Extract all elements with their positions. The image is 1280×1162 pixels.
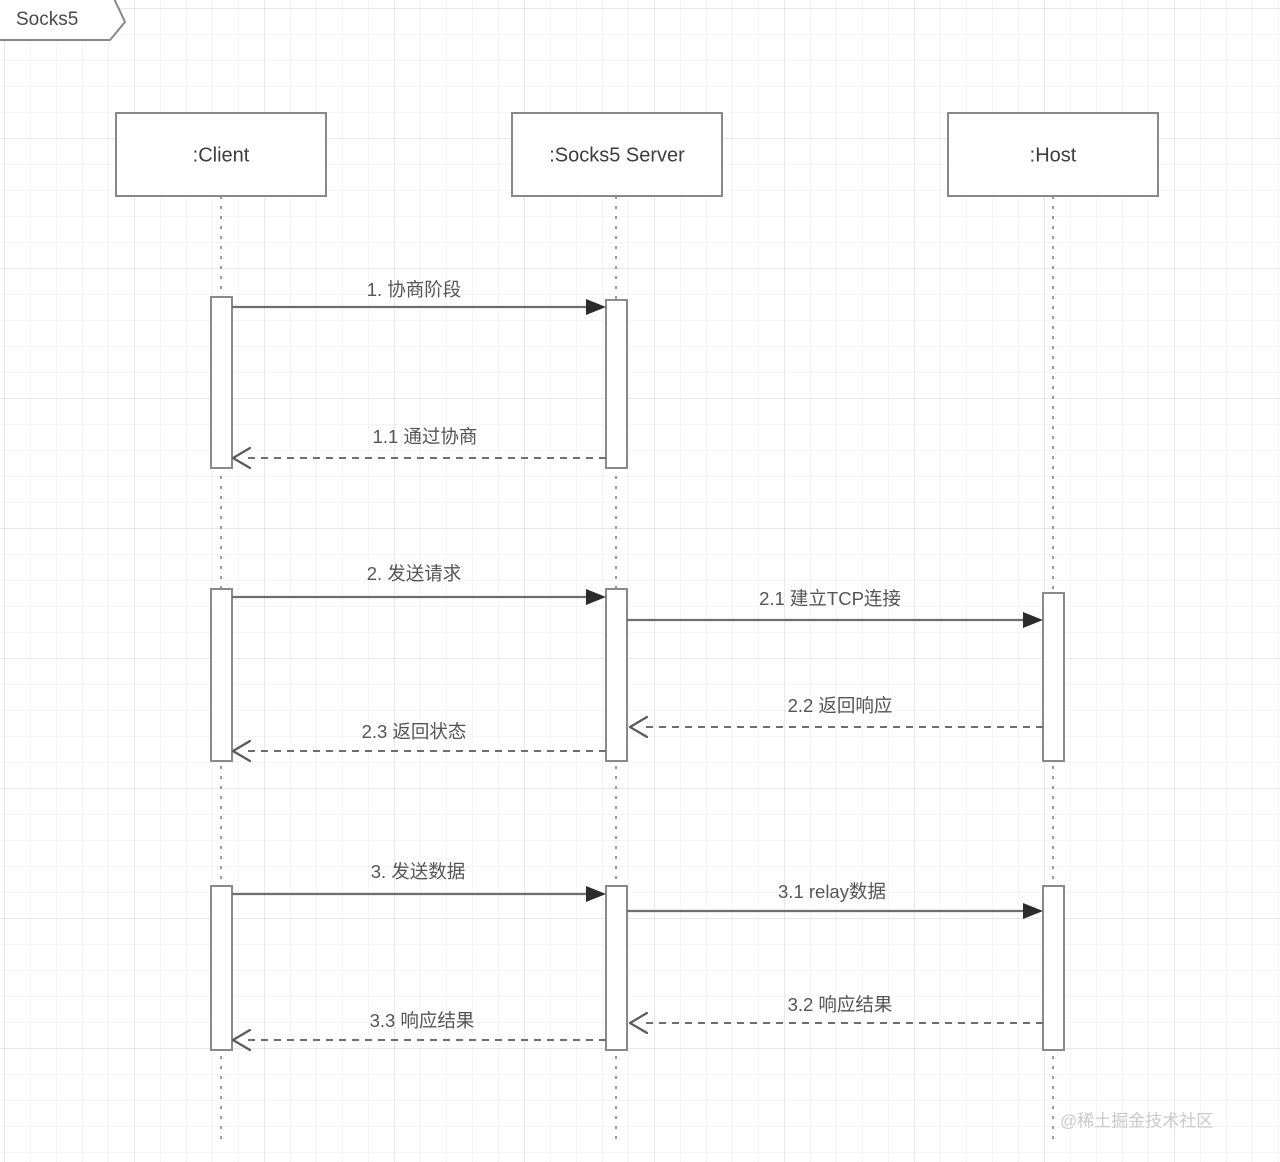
message-1-1-label: 1.1 通过协商 — [373, 426, 478, 447]
message-3-label: 3. 发送数据 — [371, 861, 466, 882]
message-1-arrowhead-icon — [586, 299, 606, 315]
participant-host[interactable]: :Host — [947, 112, 1159, 197]
activation-server-2[interactable] — [605, 588, 628, 762]
message-2-label: 2. 发送请求 — [367, 563, 462, 584]
message-1-label: 1. 协商阶段 — [367, 279, 462, 300]
message-3[interactable]: 3. 发送数据 — [232, 861, 606, 902]
message-3-2[interactable]: 3.2 响应结果 — [628, 994, 1043, 1035]
activation-bars-group — [210, 296, 1065, 1051]
frame-tab-shape — [0, 0, 127, 41]
message-2-1[interactable]: 2.1 建立TCP连接 — [627, 588, 1043, 628]
message-3-1-arrowhead-icon — [1023, 903, 1043, 919]
message-2-2-arrowhead-icon — [628, 715, 649, 739]
message-2-3-label: 2.3 返回状态 — [362, 721, 467, 742]
message-2[interactable]: 2. 发送请求 — [232, 563, 606, 605]
activation-host-2[interactable] — [1042, 592, 1065, 762]
message-3-1[interactable]: 3.1 relay数据 — [627, 881, 1043, 919]
message-2-2-label: 2.2 返回响应 — [788, 695, 893, 716]
lifelines-group — [220, 196, 1054, 1140]
participant-server[interactable]: :Socks5 Server — [511, 112, 723, 197]
activation-host-3[interactable] — [1042, 885, 1065, 1051]
activation-client-3[interactable] — [210, 885, 233, 1051]
message-3-3-arrowhead-icon — [231, 1028, 252, 1052]
message-2-1-label: 2.1 建立TCP连接 — [759, 588, 901, 609]
watermark-label: @稀土掘金技术社区 — [1060, 1111, 1213, 1130]
message-2-2[interactable]: 2.2 返回响应 — [628, 695, 1043, 739]
message-3-1-label: 3.1 relay数据 — [778, 881, 886, 902]
message-1[interactable]: 1. 协商阶段 — [232, 279, 606, 315]
diagram-frame: Socks5 — [0, 0, 127, 41]
participant-label-client: :Client — [193, 144, 250, 166]
participant-box-host[interactable] — [947, 112, 1159, 197]
activation-client-1[interactable] — [210, 296, 233, 469]
participant-box-server[interactable] — [511, 112, 723, 197]
activation-client-2[interactable] — [210, 588, 233, 762]
activation-server-3[interactable] — [605, 885, 628, 1051]
message-3-2-label: 3.2 响应结果 — [788, 994, 893, 1015]
message-2-arrowhead-icon — [586, 589, 606, 605]
participant-client[interactable]: :Client — [115, 112, 327, 197]
frame-label: Socks5 — [16, 9, 78, 30]
message-1-1-arrowhead-icon — [231, 446, 252, 470]
activation-server-1[interactable] — [605, 299, 628, 469]
message-3-2-arrowhead-icon — [628, 1011, 649, 1035]
message-1-1[interactable]: 1.1 通过协商 — [231, 426, 606, 470]
participant-label-host: :Host — [1030, 144, 1077, 166]
message-2-3[interactable]: 2.3 返回状态 — [231, 721, 606, 763]
message-3-arrowhead-icon — [586, 886, 606, 902]
participant-box-client[interactable] — [115, 112, 327, 197]
message-2-3-arrowhead-icon — [231, 739, 252, 763]
message-3-3-label: 3.3 响应结果 — [370, 1010, 475, 1031]
participant-label-server: :Socks5 Server — [549, 144, 685, 166]
message-3-3[interactable]: 3.3 响应结果 — [231, 1010, 606, 1052]
message-2-1-arrowhead-icon — [1023, 612, 1043, 628]
